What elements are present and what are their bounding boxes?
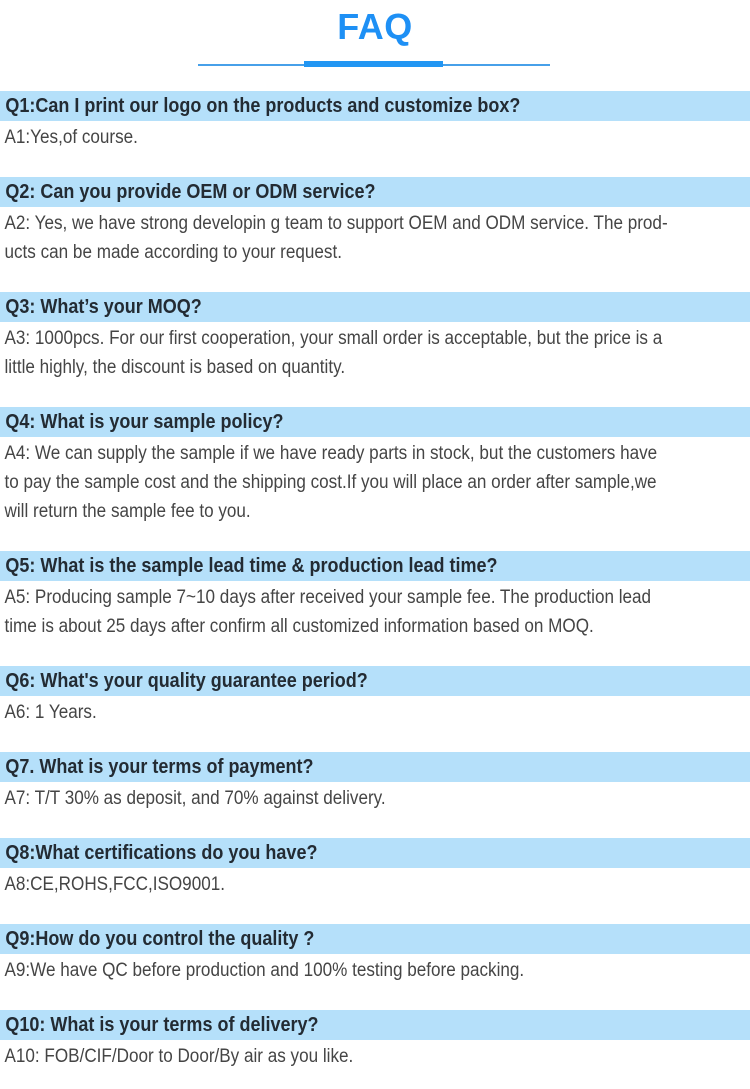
- faq-question-bar: Q3: What’s your MOQ?: [0, 292, 750, 322]
- faq-question-text: Q7. What is your terms of payment?: [5, 756, 314, 778]
- faq-question-bar: Q9:How do you control the quality ?: [0, 924, 750, 954]
- faq-question-bar: Q2: Can you provide OEM or ODM service?: [0, 177, 750, 207]
- faq-item: Q5: What is the sample lead time & produ…: [0, 551, 750, 641]
- faq-question-text: Q2: Can you provide OEM or ODM service?: [5, 181, 376, 203]
- faq-item: Q7. What is your terms of payment? A7: T…: [0, 752, 750, 813]
- faq-item: Q6: What's your quality guarantee period…: [0, 666, 750, 727]
- faq-question-text: Q4: What is your sample policy?: [5, 411, 284, 433]
- faq-answer-text: A5: Producing sample 7~10 days after rec…: [4, 587, 652, 637]
- faq-question-text: Q9:How do you control the quality ?: [5, 928, 315, 950]
- faq-question-text: Q10: What is your terms of delivery?: [5, 1014, 319, 1036]
- faq-item: Q2: Can you provide OEM or ODM service? …: [0, 177, 750, 267]
- faq-answer-text: A3: 1000pcs. For our first cooperation, …: [4, 328, 663, 378]
- faq-item: Q3: What’s your MOQ? A3: 1000pcs. For ou…: [0, 292, 750, 382]
- faq-question-text: Q5: What is the sample lead time & produ…: [5, 555, 498, 577]
- faq-question-text: Q8:What certifications do you have?: [5, 842, 318, 864]
- faq-question-bar: Q8:What certifications do you have?: [0, 838, 750, 868]
- faq-question-bar: Q1:Can I print our logo on the products …: [0, 91, 750, 121]
- faq-question-text: Q3: What’s your MOQ?: [5, 296, 202, 318]
- faq-question-bar: Q10: What is your terms of delivery?: [0, 1010, 750, 1040]
- faq-item: Q9:How do you control the quality ? A9:W…: [0, 924, 750, 985]
- faq-item: Q1:Can I print our logo on the products …: [0, 91, 750, 152]
- faq-item: Q10: What is your terms of delivery? A10…: [0, 1010, 750, 1071]
- faq-question-bar: Q7. What is your terms of payment?: [0, 752, 750, 782]
- faq-question-text: Q6: What's your quality guarantee period…: [5, 670, 368, 692]
- faq-answer-text: A9:We have QC before production and 100%…: [4, 960, 525, 981]
- faq-answer-text: A7: T/T 30% as deposit, and 70% against …: [4, 788, 386, 809]
- faq-answer-text: A1:Yes,of course.: [4, 127, 138, 148]
- faq-list: Q1:Can I print our logo on the products …: [0, 91, 750, 1071]
- faq-answer-text: A2: Yes, we have strong developin g team…: [4, 213, 668, 263]
- faq-answer-text: A6: 1 Years.: [4, 702, 97, 723]
- faq-question-bar: Q5: What is the sample lead time & produ…: [0, 551, 750, 581]
- faq-header: FAQ: [0, 0, 750, 91]
- faq-answer-text: A10: FOB/CIF/Door to Door/By air as you …: [4, 1046, 354, 1067]
- faq-question-bar: Q6: What's your quality guarantee period…: [0, 666, 750, 696]
- faq-question-bar: Q4: What is your sample policy?: [0, 407, 750, 437]
- faq-answer-text: A8:CE,ROHS,FCC,ISO9001.: [4, 874, 225, 895]
- title-divider-thick-line: [304, 61, 443, 67]
- faq-item: Q8:What certifications do you have? A8:C…: [0, 838, 750, 899]
- faq-answer-text: A4: We can supply the sample if we have …: [4, 443, 658, 522]
- faq-item: Q4: What is your sample policy? A4: We c…: [0, 407, 750, 526]
- faq-question-text: Q1:Can I print our logo on the products …: [5, 95, 521, 117]
- page-title: FAQ: [337, 6, 413, 47]
